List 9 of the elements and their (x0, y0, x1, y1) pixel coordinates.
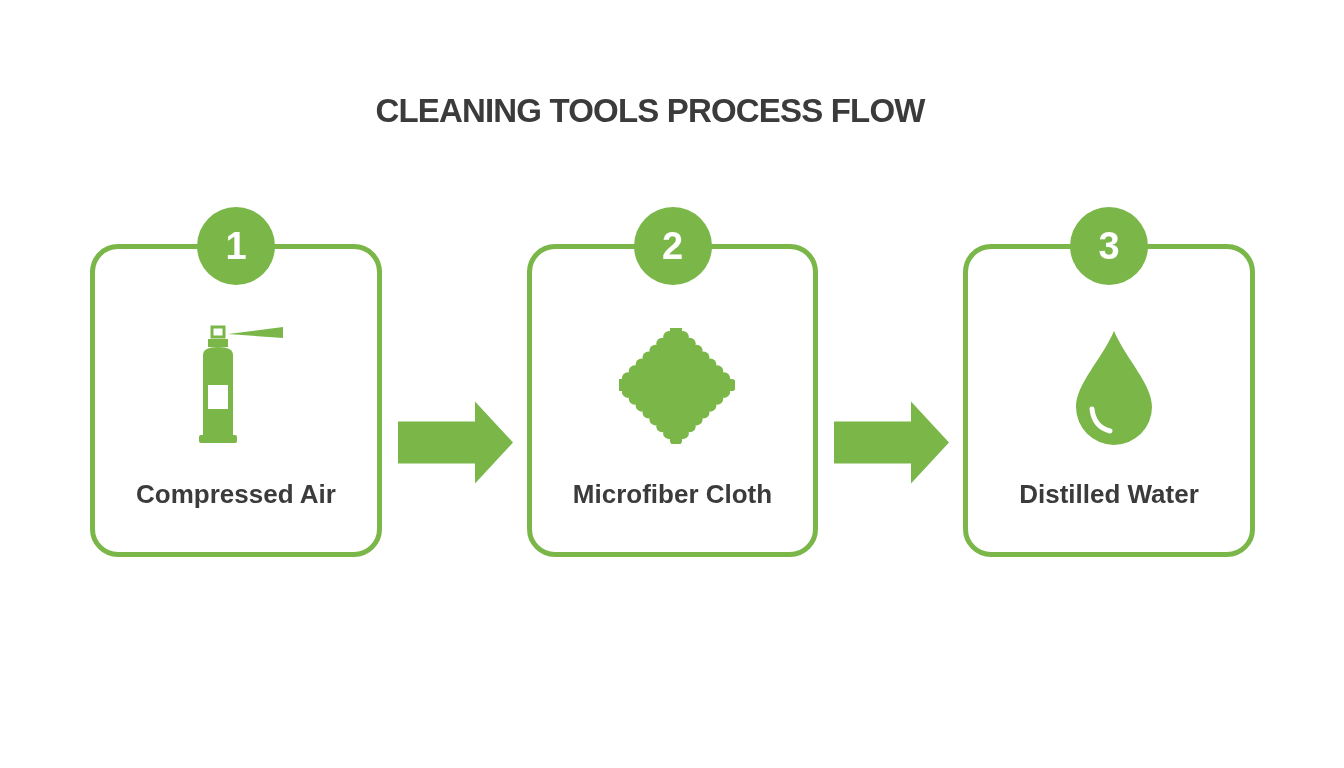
step-label: Distilled Water (1018, 478, 1200, 511)
block-arrow (834, 401, 949, 484)
step-label: Microfiber Cloth (571, 478, 774, 511)
block-arrow (398, 401, 513, 484)
step-number: 1 (197, 207, 275, 285)
step-label: Compressed Air (135, 478, 337, 511)
step-number: 2 (633, 207, 712, 285)
title: CLEANING TOOLS PROCESS FLOW (374, 91, 927, 131)
step-number: 3 (1070, 207, 1148, 285)
